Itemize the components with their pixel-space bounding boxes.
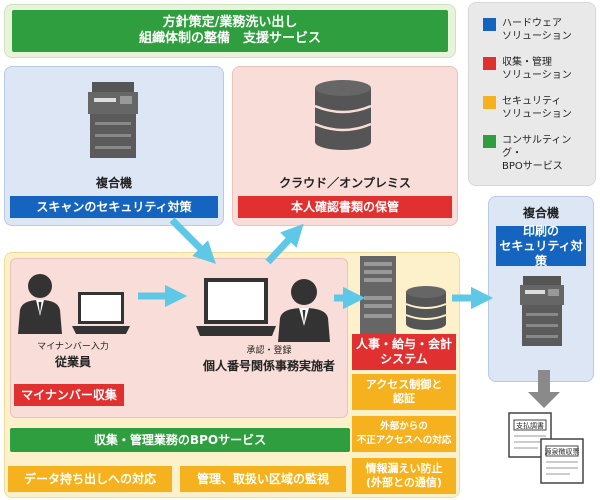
security-item-0: アクセス制御と 認証 xyxy=(352,374,456,410)
laptop-icon xyxy=(72,292,130,334)
top-banner-line1: 方針策定/業務洗い出し xyxy=(162,15,298,30)
legend-label: 収集・管理 ソリューション xyxy=(502,57,572,81)
legend-swatch xyxy=(483,57,496,70)
legend-item: コンサルティング・ BPOサービス xyxy=(483,134,585,173)
legend-label: セキュリティ ソリューション xyxy=(502,96,572,120)
legend-item: セキュリティ ソリューション xyxy=(483,95,585,121)
mfp-icon xyxy=(520,276,564,346)
legend-item: 収集・管理 ソリューション xyxy=(483,56,585,82)
print-bar: 印刷の セキュリティ対策 xyxy=(496,223,586,268)
security-item-2: 情報漏えい防止 (外部との通信) xyxy=(352,458,456,494)
arrow-staff-to-cloud xyxy=(265,223,304,265)
system-bar-label: 人事・給与・会計 システム xyxy=(355,337,452,366)
document-icon xyxy=(540,438,584,484)
print-bar-label: 印刷の セキュリティ対策 xyxy=(499,223,583,268)
top-banner-line2: 組織体制の整備 支援サービス xyxy=(138,31,321,46)
cloud-device-label: クラウド／オンプレミス xyxy=(279,176,411,190)
scan-bar: スキャンのセキュリティ対策 xyxy=(10,196,218,218)
legend-swatch xyxy=(483,135,496,148)
document-label-0: 支払調書 xyxy=(516,422,544,430)
bpo-bar: 収集・管理業務のBPOサービス xyxy=(10,428,350,452)
legend-swatch xyxy=(483,18,496,31)
staff-label: 個人番号関係事務実施者 xyxy=(202,359,335,373)
cloud-bar: 本人確認書類の保管 xyxy=(238,196,452,218)
arrow-scan-to-staff xyxy=(169,217,216,264)
staff-caption: 承認・登録 xyxy=(246,346,292,356)
document-label-1: 源泉徴収票 xyxy=(544,448,580,456)
legend-panel: ハードウェア ソリューション収集・管理 ソリューションセキュリティ ソリューショ… xyxy=(468,2,596,186)
arrow-print-to-documents xyxy=(528,370,560,408)
security-item-1: 外部からの 不正アクセスへの対応 xyxy=(352,416,456,452)
employee-label: 従業員 xyxy=(54,355,91,369)
laptop-icon xyxy=(196,278,276,336)
bottom-item-1: 管理、取扱い区域の監視 xyxy=(180,466,346,492)
person-icon xyxy=(278,279,330,342)
database-icon xyxy=(314,80,372,150)
print-device-label: 複合機 xyxy=(522,206,559,220)
employee-bar: マイナンバー収集 xyxy=(14,384,124,406)
legend-label: コンサルティング・ BPOサービス xyxy=(502,135,572,172)
top-banner: 方針策定/業務洗い出し 組織体制の整備 支援サービス xyxy=(12,10,448,52)
legend-item: ハードウェア ソリューション xyxy=(483,17,585,43)
bottom-item-0: データ持ち出しへの対応 xyxy=(8,466,172,492)
database-icon xyxy=(405,286,447,330)
person-icon xyxy=(18,274,62,334)
scan-device-label: 複合機 xyxy=(95,176,132,190)
server-icon xyxy=(360,256,396,334)
legend-list: ハードウェア ソリューション収集・管理 ソリューションセキュリティ ソリューショ… xyxy=(483,17,585,173)
legend-swatch xyxy=(483,96,496,109)
legend-label: ハードウェア ソリューション xyxy=(502,18,572,42)
employee-caption: マイナンバー入力 xyxy=(37,342,109,352)
mfp-icon xyxy=(88,82,138,158)
system-bar: 人事・給与・会計 システム xyxy=(352,334,456,370)
